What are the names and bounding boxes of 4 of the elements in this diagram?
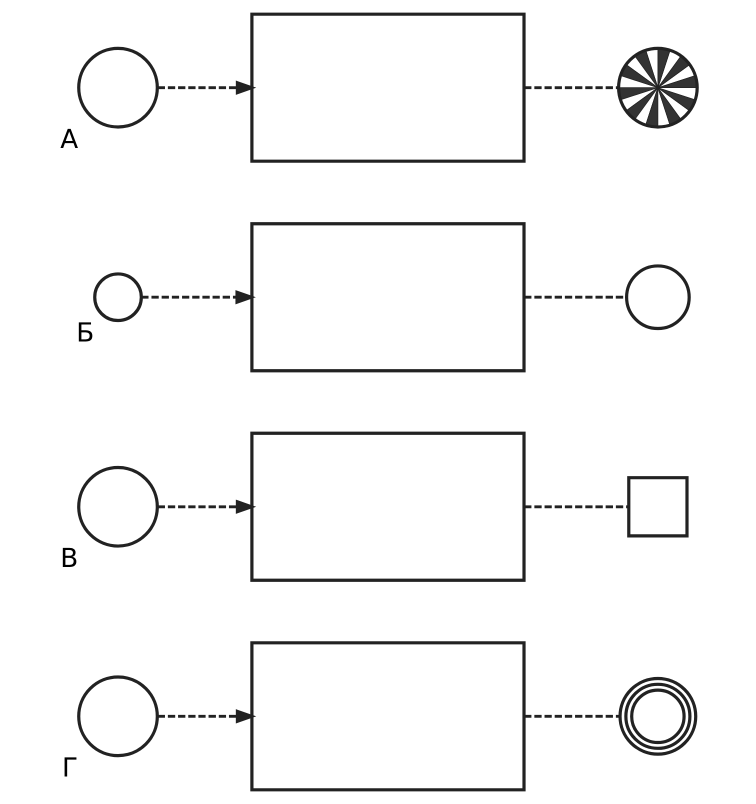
node-label: А [60,124,78,155]
node-label: В [60,544,78,574]
node-label: Г [62,754,78,784]
node-label: Б [76,318,94,348]
